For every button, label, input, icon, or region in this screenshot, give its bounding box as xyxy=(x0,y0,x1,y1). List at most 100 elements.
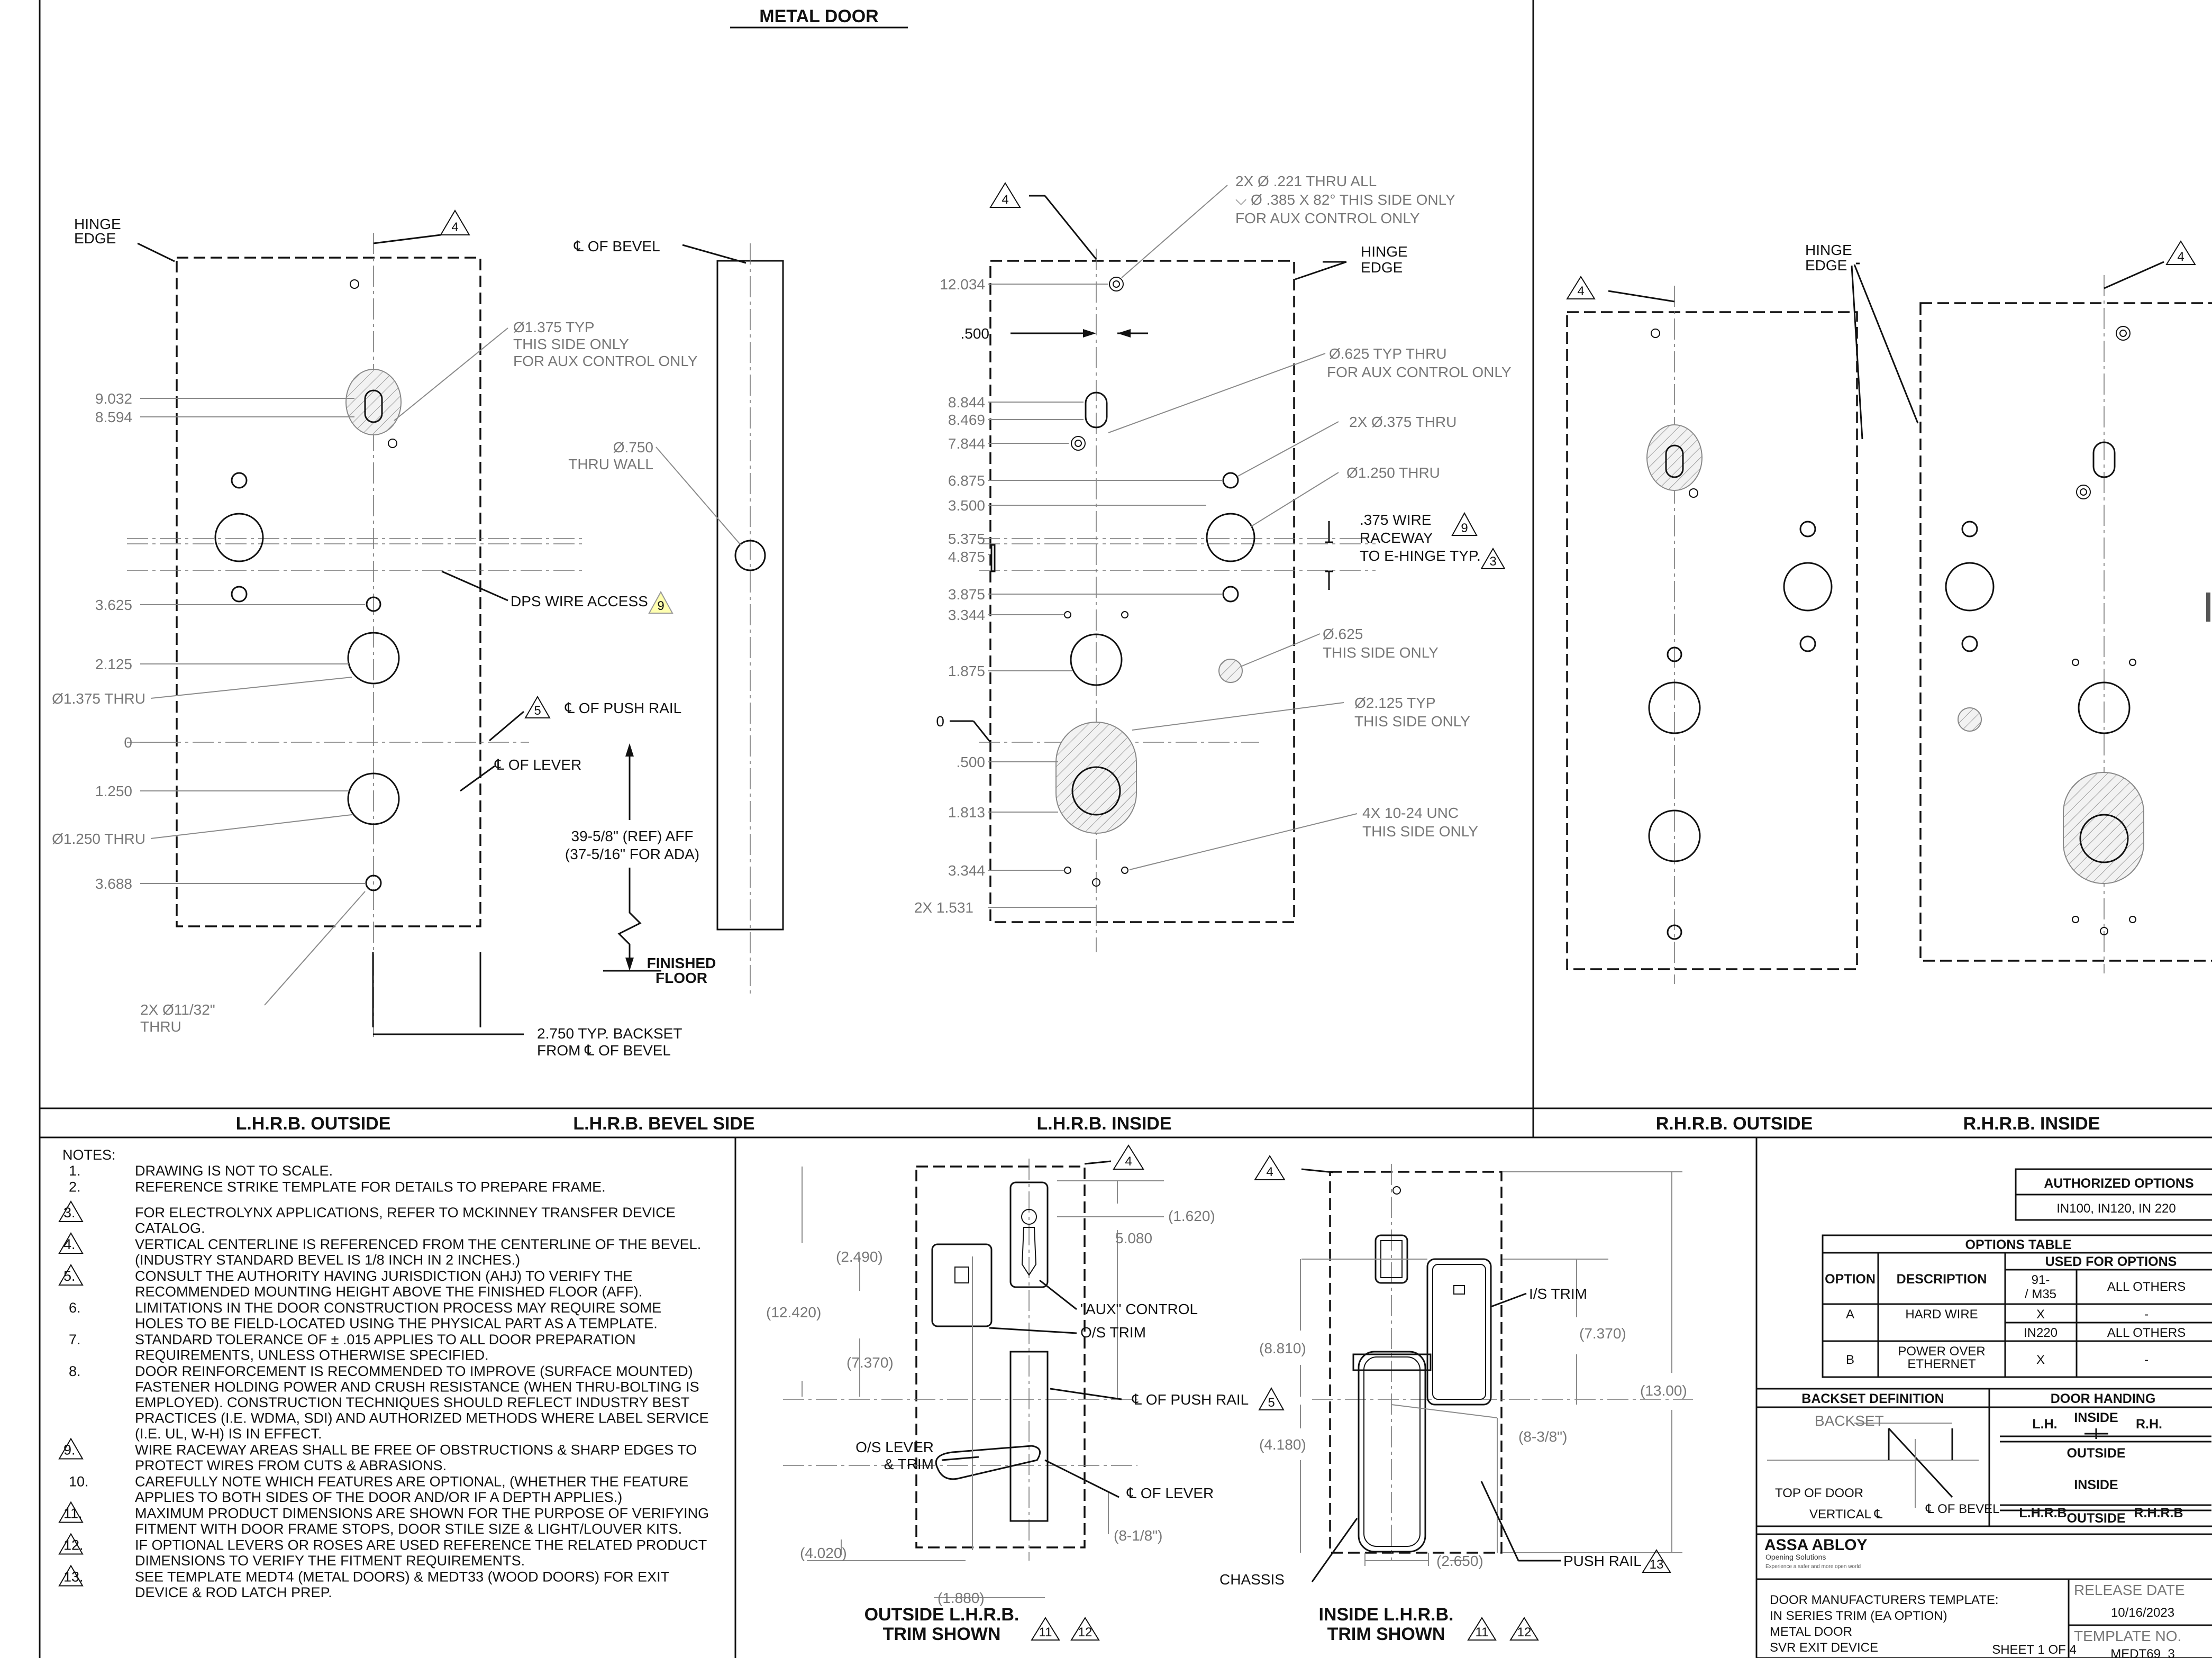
flag-9b xyxy=(1451,512,1478,536)
holes-11-32: 2X Ø11/32" xyxy=(140,1001,215,1018)
rh-outside-view xyxy=(1566,262,1863,984)
dim-8-3-8: (8-3/8") xyxy=(1518,1428,1567,1445)
flag-11b-text: 11 xyxy=(1476,1625,1489,1639)
inside-trim-title: TRIM SHOWN xyxy=(1327,1624,1445,1644)
dim-500b: .500 xyxy=(957,754,986,770)
flag-9 xyxy=(648,590,673,614)
notes-heading: NOTES: xyxy=(62,1147,116,1163)
flag-12b xyxy=(1509,1617,1539,1641)
note-line: CATALOG. xyxy=(135,1220,205,1236)
note-line: DIMENSIONS TO VERIFY THE FITMENT REQUIRE… xyxy=(135,1553,525,1569)
row-mid-c1: IN220 xyxy=(2024,1326,2058,1340)
hinge-edge-label: HINGE xyxy=(74,216,121,232)
note-line: FASTENER HOLDING POWER AND CRUSH RESISTA… xyxy=(135,1379,699,1395)
view-title-rh-inside: R.H.R.B. INSIDE xyxy=(1963,1114,2100,1134)
view-title-lh-bevel: L.H.R.B. BEVEL SIDE xyxy=(573,1114,754,1134)
raceway-label: .375 WIRE xyxy=(1360,512,1431,528)
used-for-options: USED FOR OPTIONS xyxy=(2045,1254,2177,1269)
note-line: (I.E. UL, W-H) IS IN EFFECT. xyxy=(135,1426,322,1442)
note-line: APPLIES TO BOTH SIDES OF THE DOOR AND/OR… xyxy=(135,1489,622,1505)
finished-floor-label: FINISHED xyxy=(647,955,716,971)
backset-label: FROM ℄ OF BEVEL xyxy=(537,1042,671,1059)
aux-callout: FOR AUX CONTROL ONLY xyxy=(513,353,698,369)
outside-trim-title: OUTSIDE L.H.R.B. xyxy=(864,1605,1019,1625)
note-line: REFERENCE STRIKE TEMPLATE FOR DETAILS TO… xyxy=(135,1179,606,1195)
os-lever-label: & TRIM xyxy=(884,1456,934,1472)
flag-4c-text: 4 xyxy=(1577,284,1584,298)
aux-callout: Ø1.375 TYP xyxy=(513,319,595,335)
flag-11 xyxy=(1031,1617,1060,1641)
dim-6875: 6.875 xyxy=(948,472,985,489)
tb-template-no: MEDT69_3 xyxy=(2110,1647,2174,1658)
note-flag xyxy=(58,1200,84,1222)
note-number: 11. xyxy=(63,1506,83,1522)
note-flag xyxy=(58,1501,84,1523)
note-line: DRAWING IS NOT TO SCALE. xyxy=(135,1163,333,1179)
dim-9032: 9.032 xyxy=(95,390,132,407)
note-flag xyxy=(58,1264,84,1286)
flag-11-text: 11 xyxy=(1039,1625,1052,1639)
dim-zero: 0 xyxy=(124,734,132,751)
note-line: WIRE RACEWAY AREAS SHALL BE FREE OF OBST… xyxy=(135,1442,697,1458)
push-rail-label-2: PUSH RAIL xyxy=(1563,1553,1642,1569)
note-line: REQUIREMENTS, UNLESS OTHERWISE SPECIFIED… xyxy=(135,1347,489,1363)
inside-trim-title: INSIDE L.H.R.B. xyxy=(1318,1605,1453,1625)
note-flag xyxy=(58,1533,84,1555)
push-rail-cl-label: ℄ OF PUSH RAIL xyxy=(1132,1391,1249,1408)
note-line: CONSULT THE AUTHORITY HAVING JURISDICTIO… xyxy=(135,1268,633,1284)
dim-3625: 3.625 xyxy=(95,597,132,613)
mounting-height: 39-5/8" (REF) AFF xyxy=(571,828,694,844)
tb-line-1: DOOR MANUFACTURERS TEMPLATE: xyxy=(1770,1593,1999,1607)
note-line: SEE TEMPLATE MEDT4 (METAL DOORS) & MEDT3… xyxy=(135,1569,669,1585)
dim-1250-thru: Ø1.250 THRU xyxy=(52,831,145,847)
hinge-edge-rh: HINGE xyxy=(1805,242,1852,258)
note-number: 4. xyxy=(63,1236,76,1252)
chassis-label: CHASSIS xyxy=(1219,1571,1285,1588)
dim-3875: 3.875 xyxy=(948,586,985,603)
backset-label: 2.750 TYP. BACKSET xyxy=(537,1025,682,1042)
view-title-rh-outside: R.H.R.B. OUTSIDE xyxy=(1656,1114,1813,1134)
dim-2125: 2.125 xyxy=(95,656,132,672)
flag-13-text: 13 xyxy=(1650,1557,1664,1572)
os-trim-label: O/S TRIM xyxy=(1080,1324,1146,1341)
note-line: RECOMMENDED MOUNTING HEIGHT ABOVE THE FI… xyxy=(135,1284,642,1300)
mounting-height: (37-5/16" FOR ADA) xyxy=(565,846,699,862)
dim-5080: 5.080 xyxy=(1115,1230,1152,1246)
thru-wall-label: THRU WALL xyxy=(568,456,653,472)
dim-3344: 3.344 xyxy=(948,607,985,623)
is-trim-label: I/S TRIM xyxy=(1529,1286,1587,1302)
bevel-centerline-label: ℄ OF BEVEL xyxy=(574,238,660,254)
flag-5 xyxy=(524,695,551,718)
dim-2650: (2.650) xyxy=(1436,1553,1483,1569)
flag-12b-text: 12 xyxy=(1517,1625,1532,1639)
row-a-opt: A xyxy=(1846,1307,1854,1322)
dim-4875: 4.875 xyxy=(948,549,985,565)
authorized-title: AUTHORIZED OPTIONS xyxy=(2044,1176,2193,1191)
col-a: 91-/ M35 xyxy=(2025,1273,2056,1301)
hinge-edge-label: EDGE xyxy=(74,230,116,247)
handing-inside-2: INSIDE xyxy=(2074,1478,2118,1492)
dim-8810: (8.810) xyxy=(1259,1340,1306,1356)
aux-625-callout: FOR AUX CONTROL ONLY xyxy=(1327,364,1512,380)
dps-wire-access-label: DPS WIRE ACCESS xyxy=(511,593,648,609)
aux-625-callout: Ø.625 TYP THRU xyxy=(1329,345,1447,362)
dim-4020: (4.020) xyxy=(800,1545,847,1561)
flag-4d-text: 4 xyxy=(2177,250,2184,264)
lh-inside-view xyxy=(979,185,1376,952)
note-line: FOR ELECTROLYNX APPLICATIONS, REFER TO M… xyxy=(135,1205,676,1220)
lh-outside-view xyxy=(127,233,582,1037)
top-callout: ⌵ Ø .385 X 82° THIS SIDE ONLY xyxy=(1235,192,1455,208)
note-line: HOLES TO BE FIELD-LOCATED USING THE PHYS… xyxy=(135,1316,658,1332)
callout-625b: THIS SIDE ONLY xyxy=(1323,644,1439,661)
options-table xyxy=(1822,1234,2212,1378)
dim-1813: 1.813 xyxy=(948,804,985,821)
callout-1024: THIS SIDE ONLY xyxy=(1362,823,1478,840)
callout-625b: Ø.625 xyxy=(1323,626,1363,642)
top-callout: 2X Ø .221 THRU ALL xyxy=(1235,173,1377,189)
callout-1024: 4X 10-24 UNC xyxy=(1362,805,1459,821)
note-line: PRACTICES (I.E. WDMA, SDI) AND AUTHORIZE… xyxy=(135,1410,709,1426)
flag-4e-text: 4 xyxy=(1125,1154,1132,1169)
door-handing-title: DOOR HANDING xyxy=(2051,1391,2156,1406)
hinge-edge-rh: EDGE xyxy=(1805,257,1847,274)
